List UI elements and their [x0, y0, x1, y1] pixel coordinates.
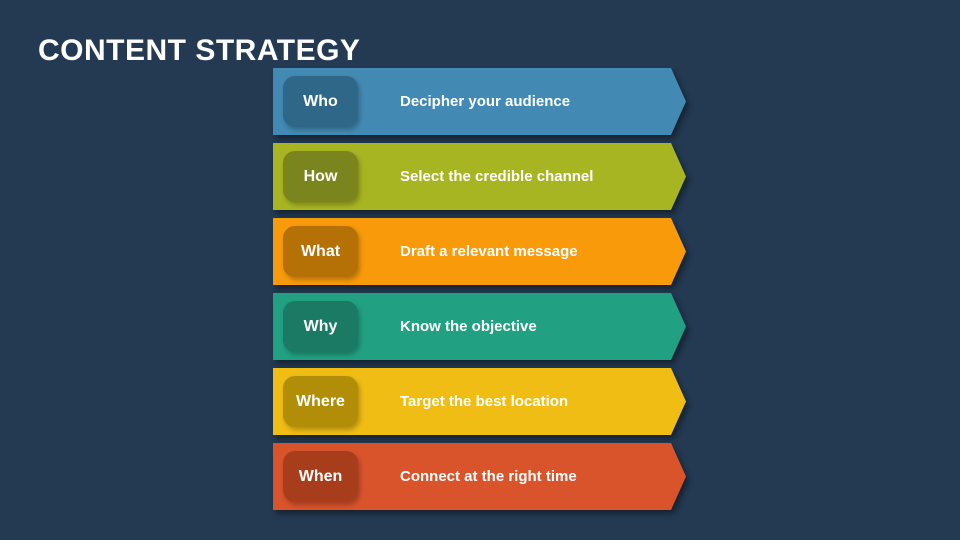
- strategy-banner-what: What Draft a relevant message: [273, 218, 686, 285]
- banner-label-badge: Where: [283, 376, 358, 427]
- banner-description: Connect at the right time: [400, 468, 577, 485]
- banner-description: Decipher your audience: [400, 93, 571, 110]
- banner-label: What: [300, 242, 341, 260]
- strategy-banner-who: Who Decipher your audience: [273, 68, 686, 135]
- banner-description: Draft a relevant message: [400, 243, 578, 260]
- banner-description: Select the credible channel: [400, 168, 594, 185]
- banner-label-badge: How: [283, 151, 358, 202]
- arrow-banner-shape: What Draft a relevant message: [273, 218, 686, 285]
- banner-label: Where: [296, 392, 345, 410]
- strategy-banner-how: How Select the credible channel: [273, 143, 686, 210]
- arrow-banner-shape: Why Know the objective: [273, 293, 686, 360]
- banner-label: Who: [303, 92, 338, 110]
- strategy-banner-list: Who Decipher your audience How Select th…: [273, 68, 686, 518]
- arrow-banner-shape: Where Target the best location: [273, 368, 686, 435]
- arrow-banner-shape: When Connect at the right time: [273, 443, 686, 510]
- strategy-banner-why: Why Know the objective: [273, 293, 686, 360]
- banner-label: How: [303, 167, 338, 185]
- arrow-banner-shape: How Select the credible channel: [273, 143, 686, 210]
- arrow-banner-shape: Who Decipher your audience: [273, 68, 686, 135]
- banner-description: Target the best location: [400, 393, 569, 410]
- banner-label-badge: When: [283, 451, 358, 502]
- banner-label: When: [298, 467, 343, 485]
- banner-label-badge: Why: [283, 301, 358, 352]
- banner-label: Why: [303, 317, 338, 335]
- page-title: CONTENT STRATEGY: [38, 34, 361, 68]
- banner-label-badge: What: [283, 226, 358, 277]
- strategy-banner-when: When Connect at the right time: [273, 443, 686, 510]
- banner-label-badge: Who: [283, 76, 358, 127]
- banner-description: Know the objective: [400, 318, 537, 335]
- strategy-banner-where: Where Target the best location: [273, 368, 686, 435]
